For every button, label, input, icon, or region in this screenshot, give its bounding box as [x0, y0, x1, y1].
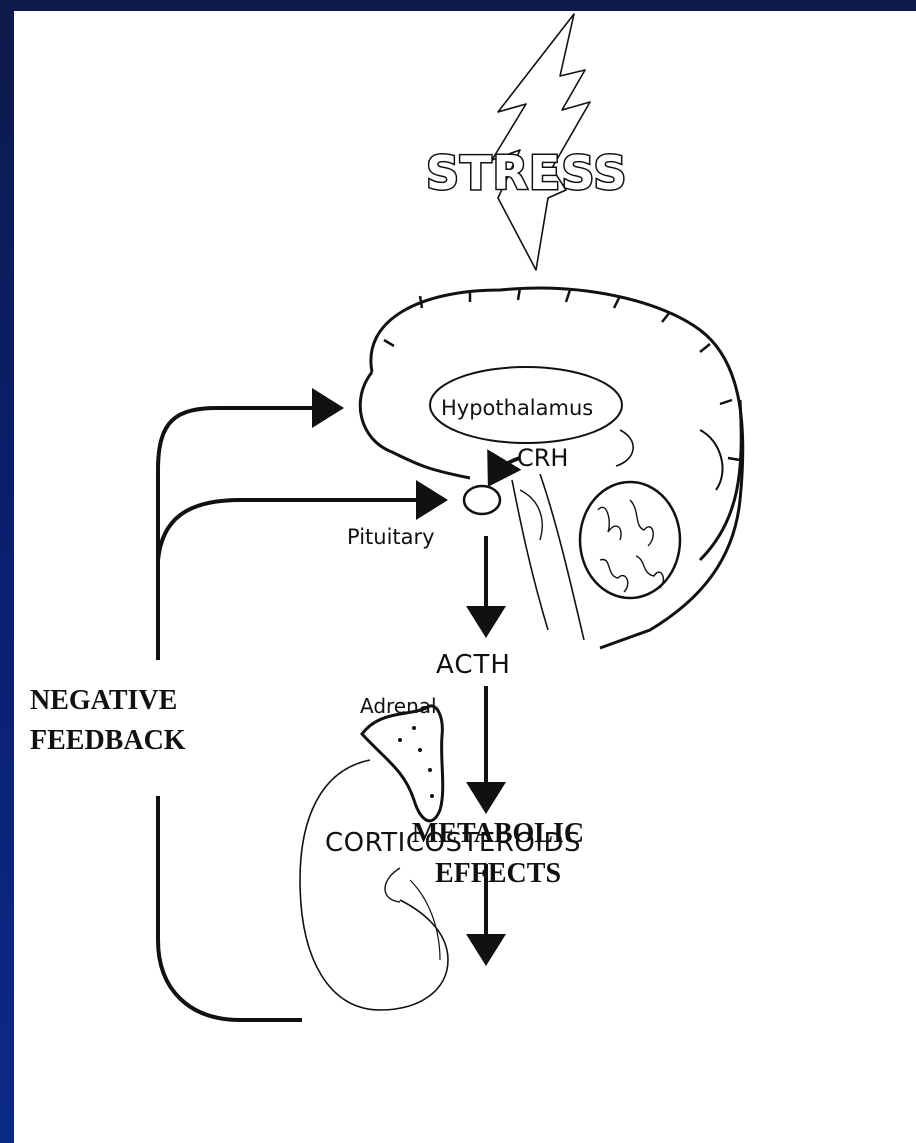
negative-feedback-label: NEGATIVE FEEDBACK	[30, 681, 186, 761]
feedback-loop-line	[158, 796, 302, 1020]
acth-label: ACTH	[436, 650, 511, 680]
hypothalamus-label: Hypothalamus	[441, 396, 593, 420]
metabolic-effects-label: METABOLIC EFFECTS	[372, 814, 624, 894]
negative-feedback-line1: NEGATIVE	[30, 681, 186, 721]
brain-lower-outline	[360, 372, 470, 478]
negative-feedback-line2: FEEDBACK	[30, 721, 186, 761]
lightning-bolt-icon	[492, 14, 590, 270]
pituitary-label: Pituitary	[347, 525, 435, 549]
metabolic-effects-line1: METABOLIC	[372, 814, 624, 854]
crh-label: CRH	[517, 444, 568, 472]
adrenal-gland-shape	[362, 706, 443, 821]
pituitary-shape	[464, 486, 500, 514]
stress-label: STRESS	[426, 146, 628, 200]
adrenal-label: Adrenal	[360, 694, 437, 718]
cerebellum-shape	[580, 482, 680, 598]
metabolic-effects-line2: EFFECTS	[372, 854, 624, 894]
